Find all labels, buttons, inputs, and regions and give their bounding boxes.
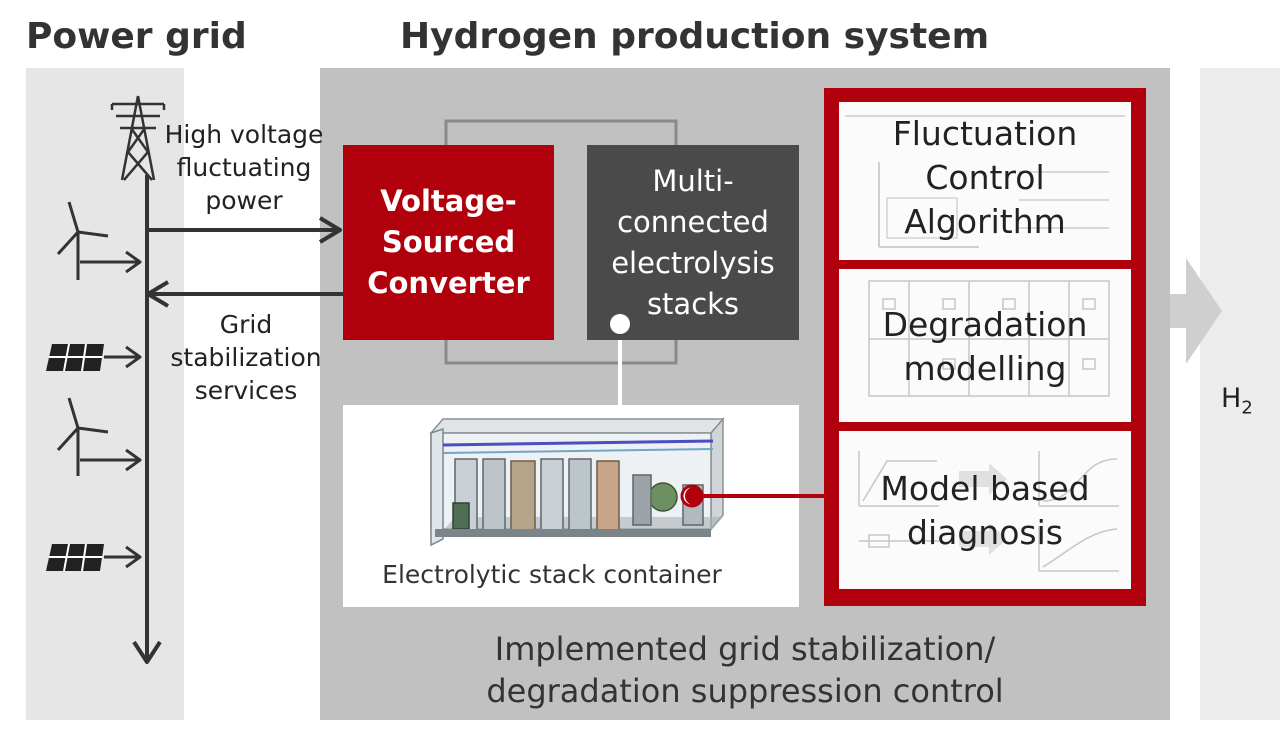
card-title-line: modelling <box>903 349 1067 388</box>
arrow-right-icon <box>104 345 142 369</box>
block-line: electrolysis <box>611 245 775 280</box>
caption-line: Implemented grid stabilization/ <box>494 630 996 668</box>
card-title-line: Algorithm <box>904 202 1066 241</box>
hydrogen-output-panel <box>1200 68 1280 720</box>
block-line: Sourced <box>381 225 516 259</box>
arrow-right-icon <box>80 250 142 274</box>
arrow-right-icon <box>80 448 142 472</box>
hydrogen-subscript: 2 <box>1241 397 1253 419</box>
wind-turbine-icon <box>56 397 109 476</box>
hydrogen-system-heading: Hydrogen production system <box>400 16 990 57</box>
container-node-dot <box>685 487 703 505</box>
stack-container-illustration <box>429 416 725 547</box>
hydrogen-output-arrow-icon <box>1170 258 1222 364</box>
model-based-diagnosis-card: Model based diagnosis <box>839 431 1131 589</box>
stack-container-panel <box>343 405 799 607</box>
block-line: connected <box>617 204 769 239</box>
label-line: services <box>194 376 298 405</box>
transmission-tower-icon <box>110 95 166 181</box>
arrow-left-icon <box>146 280 170 308</box>
stack-node-dot <box>610 314 630 334</box>
card-title-line: diagnosis <box>907 513 1063 552</box>
degradation-modelling-card: Degradation modelling <box>839 269 1131 422</box>
label-line: stabilization <box>170 343 322 372</box>
card-title-line: Model based <box>880 469 1090 508</box>
solar-panel-icon <box>46 343 104 372</box>
label-line: power <box>205 186 283 215</box>
wind-turbine-icon <box>56 201 109 280</box>
block-line: stacks <box>646 286 740 321</box>
voltage-sourced-converter-block: Voltage- Sourced Converter <box>343 145 554 340</box>
hydrogen-symbol: H <box>1221 383 1242 414</box>
solar-panel-icon <box>46 543 104 572</box>
circuit-sketch <box>868 280 1110 397</box>
arrow-right-icon <box>104 545 142 569</box>
power-grid-panel <box>26 68 184 720</box>
bus-down-arrow-icon <box>132 640 162 664</box>
grid-services-label: Grid stabilization services <box>160 308 332 407</box>
label-line: fluctuating <box>176 153 312 182</box>
caption-line: degradation suppression control <box>486 672 1004 710</box>
label-line: High voltage <box>164 120 324 149</box>
electrolysis-stacks-block: Multi- connected electrolysis stacks <box>587 145 799 340</box>
block-line: Converter <box>367 266 530 300</box>
card-background-sketch <box>845 115 1125 248</box>
implemented-control-caption: Implemented grid stabilization/ degradat… <box>320 628 1170 712</box>
card-title-line: Fluctuation <box>892 114 1078 153</box>
card-title-line: Degradation <box>882 305 1088 344</box>
power-grid-heading: Power grid <box>26 16 247 57</box>
arrow-right-icon <box>318 216 342 244</box>
input-power-label: High voltage fluctuating power <box>156 118 332 217</box>
block-line: Voltage- <box>380 184 517 218</box>
card-title-line: Control <box>925 158 1045 197</box>
stack-container-caption: Electrolytic stack container <box>382 560 722 589</box>
block-line: Multi- <box>652 163 734 198</box>
fluctuation-control-card: Fluctuation Control Algorithm <box>839 102 1131 260</box>
diagnosis-sketch <box>858 451 1119 572</box>
label-line: Grid <box>219 310 273 339</box>
hydrogen-output-label: H2 <box>1221 383 1253 418</box>
